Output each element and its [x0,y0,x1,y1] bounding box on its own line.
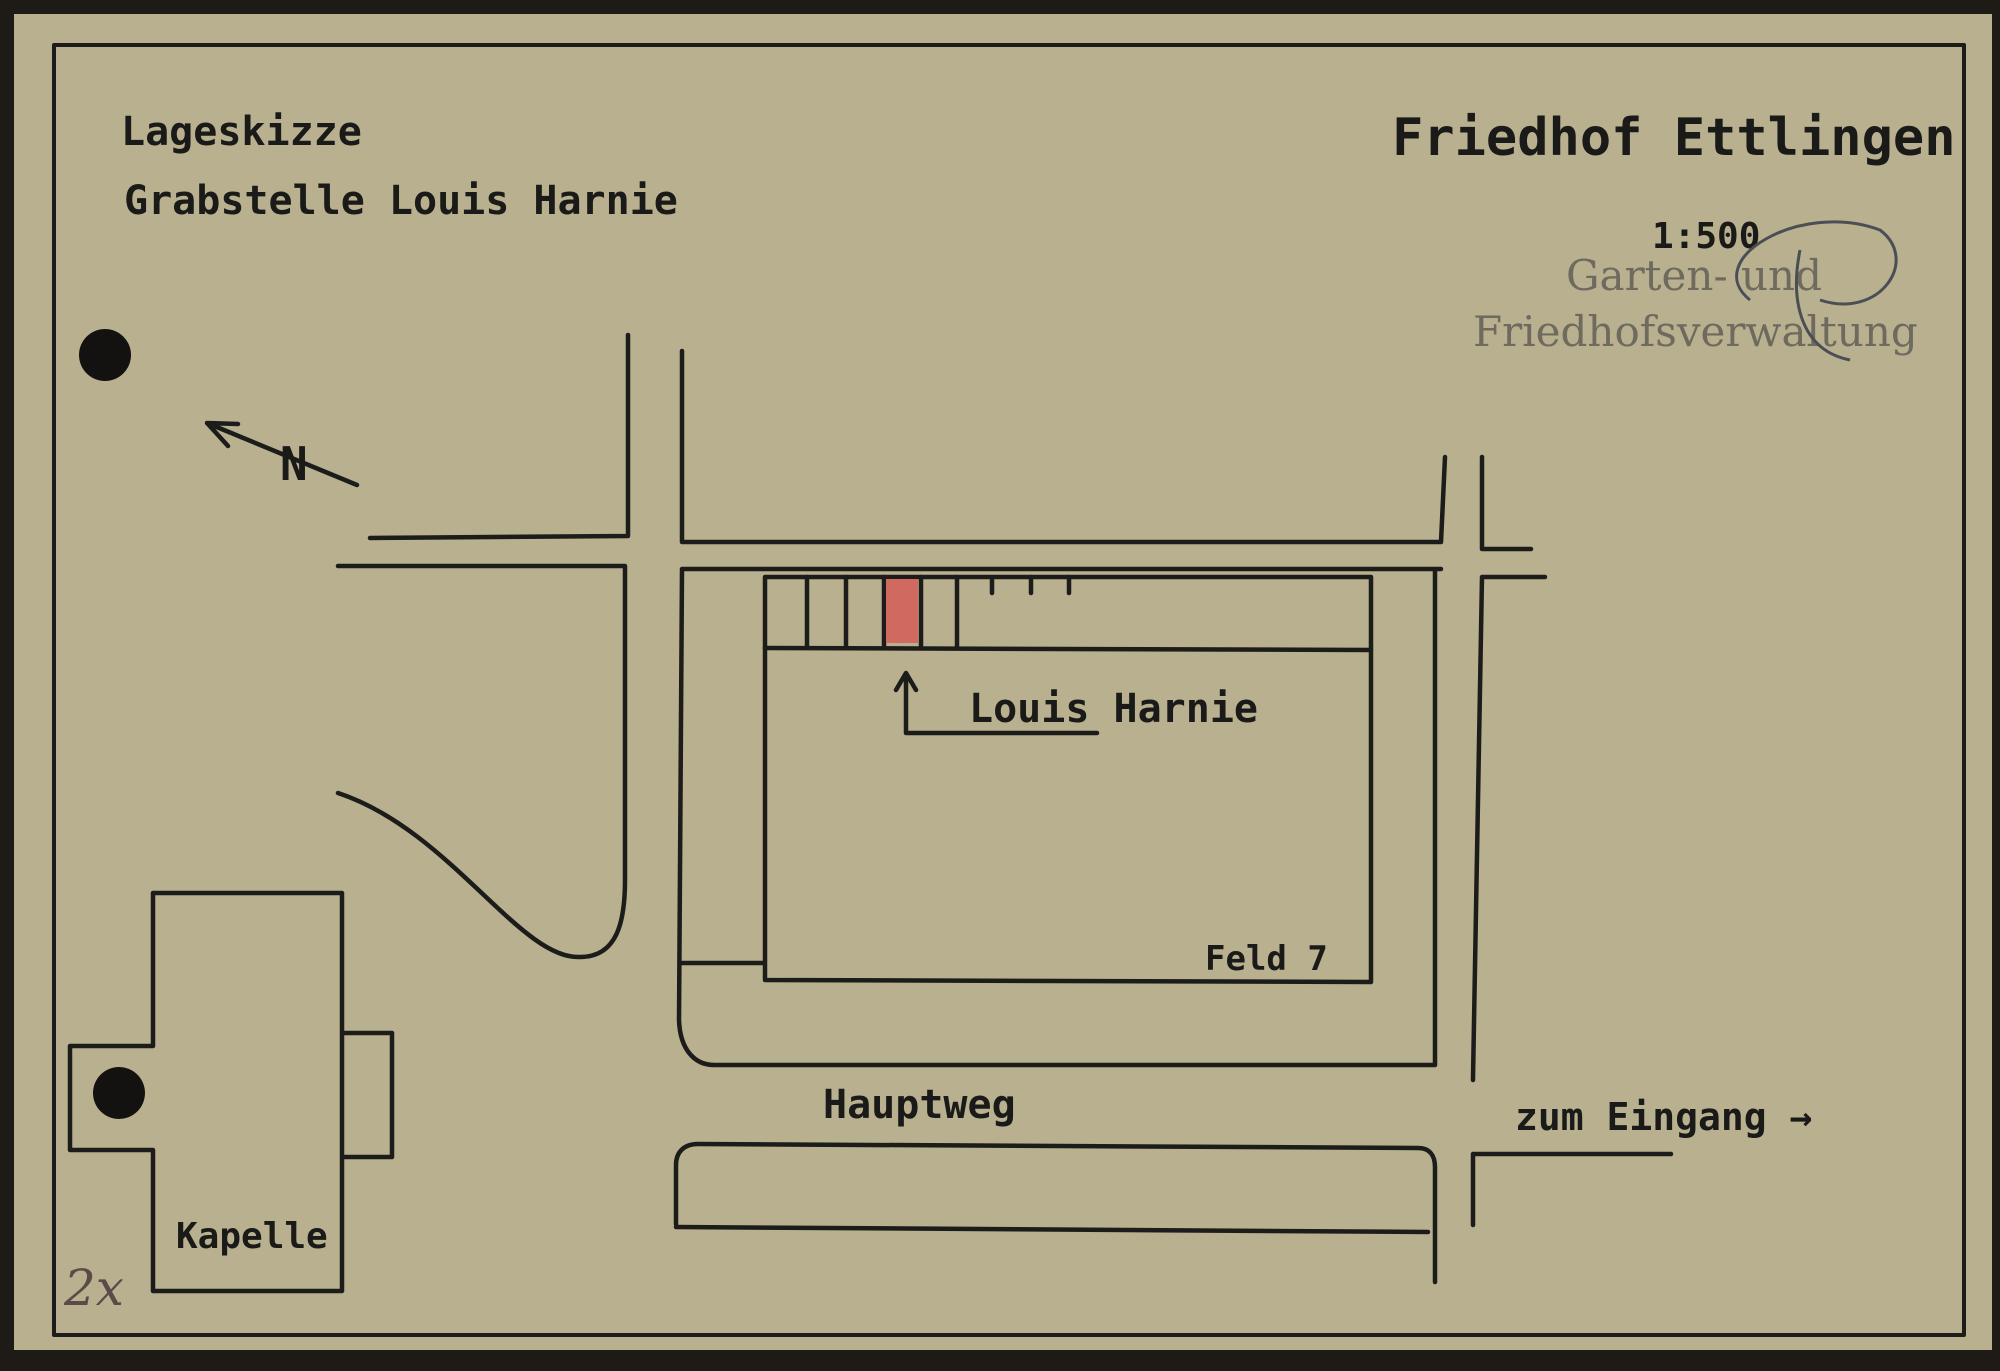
grave-site-title: Grabstelle Louis Harnie [124,178,678,224]
field-label: Feld 7 [1205,939,1328,979]
chapel-outline [67,890,395,1294]
punch-hole [93,1067,145,1119]
north-label: N [280,437,308,491]
entrance-label: zum Eingang → [1515,1095,1812,1139]
cemetery-name: Friedhof Ettlingen [1392,108,1956,168]
punch-hole [79,329,131,381]
paths [335,332,1674,1285]
main-path-label: Hauptweg [823,1082,1016,1128]
signature [1735,220,1898,362]
stamp-line-2: Friedhofsverwaltung [1473,307,1918,356]
chapel-label: Kapelle [176,1216,328,1257]
stamp-line-1: Garten- und [1566,251,1822,300]
marked-grave [886,579,918,643]
card-border [52,43,1966,1337]
sketch-title: Lageskizze [121,109,362,155]
map-scale: 1:500 [1652,216,1760,257]
north-arrow-icon [204,420,360,488]
grave-label: Louis Harnie [969,686,1258,732]
pencil-note: 2x [63,1259,124,1317]
